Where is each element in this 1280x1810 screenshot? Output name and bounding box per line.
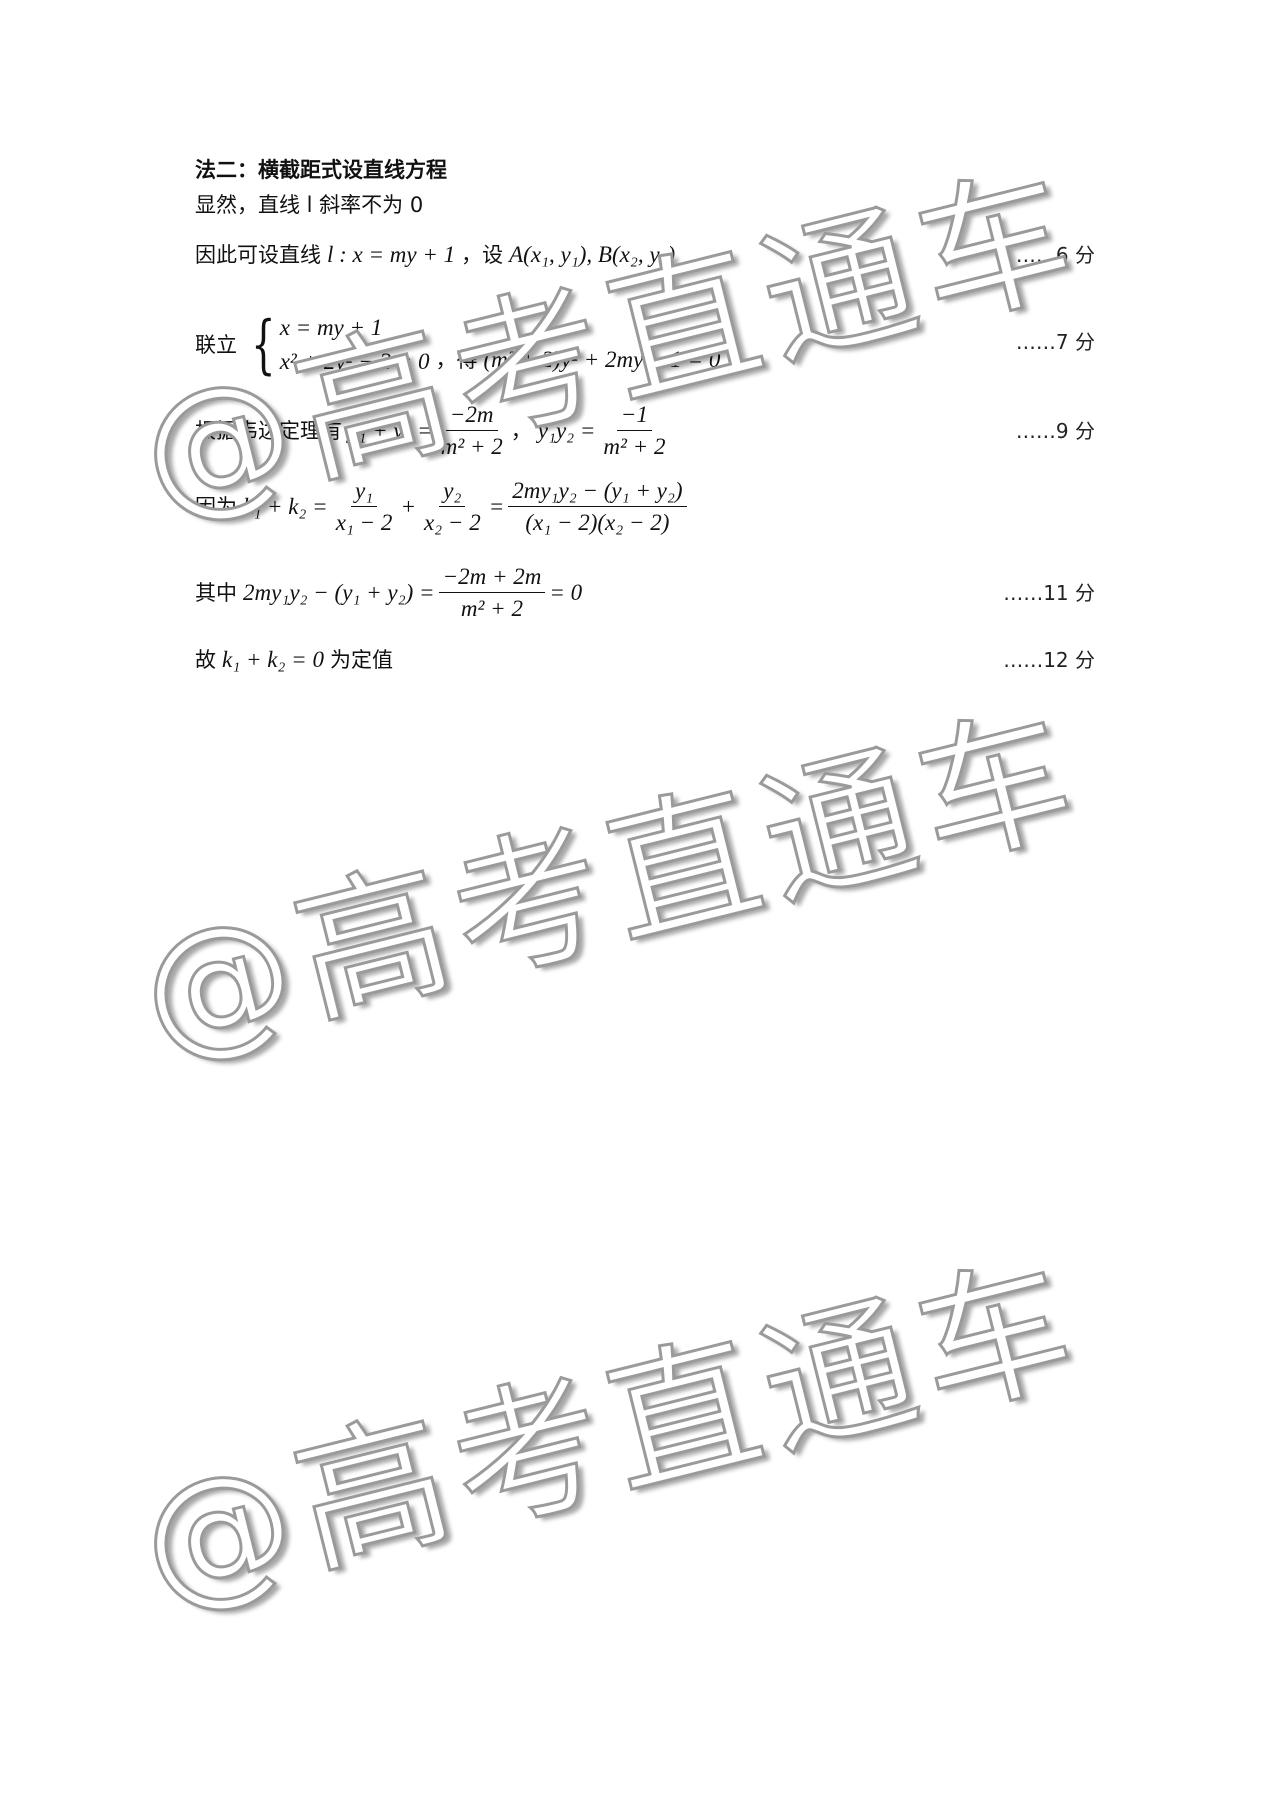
combined-numerator: 2my₁y₂ − (y₁ + y₂) — [508, 476, 687, 507]
product-fraction: −1 m² + 2 — [599, 400, 669, 463]
equals-sign: = — [488, 494, 505, 519]
line-3-text: 联立 — [195, 333, 237, 357]
line-1-text: 显然，直线 l 斜率不为 0 — [195, 193, 424, 217]
conclusion-equation: k₁ + k₂ = 0 — [222, 647, 324, 672]
line-4-text: 根据韦达定理有 — [195, 419, 342, 443]
line-7-text-2: 为定值 — [329, 648, 393, 672]
line-3-text-2: ，得 — [435, 348, 478, 372]
line-5: 因为 k₁ + k₂ = y₁ x₁ − 2 + y₂ x₂ − 2 = 2my… — [195, 472, 1095, 542]
equation-system: { x = my + 1 x² + 2y² − 2 = 0 — [243, 308, 430, 382]
line-2-text: 因此可设直线 — [195, 243, 321, 267]
sum-denominator: m² + 2 — [440, 433, 503, 459]
line-6: 其中 2my₁y₂ − (y₁ + y₂) = −2m + 2m m² + 2 … — [195, 558, 1095, 628]
line-5-text: 因为 — [195, 495, 237, 519]
slope-1-numerator: y₁ — [350, 476, 378, 507]
line-4-comma: ， — [510, 419, 532, 443]
sum-numerator: −2m — [445, 400, 498, 431]
numerator-lhs: 2my₁y₂ − (y₁ + y₂) = — [243, 580, 435, 605]
heading-text: 法二：横截距式设直线方程 — [195, 158, 447, 182]
line-2-points: A(x₁, y₁), B(x₂, y₂) — [509, 242, 676, 267]
numerator-fraction-top: −2m + 2m — [438, 562, 546, 593]
method-heading: 法二：横截距式设直线方程 — [195, 155, 1095, 185]
score-7: ……7 分 — [1015, 330, 1095, 354]
slope-1-denominator: x₁ − 2 — [335, 509, 393, 535]
combined-fraction: 2my₁y₂ − (y₁ + y₂) (x₁ − 2)(x₂ − 2) — [508, 476, 687, 539]
line-1: 显然，直线 l 斜率不为 0 — [195, 190, 1095, 220]
quadratic-equation: (m² + 2)y² + 2my − 1 = 0 — [483, 347, 721, 372]
score-12: ……12 分 — [1003, 648, 1095, 672]
score-11: ……11 分 — [1003, 581, 1095, 605]
watermark-2: @高考直通车 — [123, 683, 1100, 1087]
line-7-text: 故 — [195, 648, 216, 672]
line-2: 因此可设直线 l : x = my + 1 ，设 A(x₁, y₁), B(x₂… — [195, 240, 1095, 270]
score-9: ……9 分 — [1015, 419, 1095, 443]
line-6-text: 其中 — [195, 581, 237, 605]
watermark-3: @高考直通车 — [123, 1233, 1100, 1637]
system-row-2: x² + 2y² − 2 = 0 — [279, 349, 430, 374]
score-6: ……6 分 — [1015, 243, 1095, 267]
combined-denominator: (x₁ − 2)(x₂ − 2) — [525, 509, 670, 535]
line-4: 根据韦达定理有 y₁ + y₂ = −2m m² + 2 ， y₁y₂ = −1… — [195, 398, 1095, 464]
numerator-fraction: −2m + 2m m² + 2 — [438, 562, 546, 625]
product-lhs: y₁y₂ = — [537, 418, 596, 443]
left-brace: { — [251, 308, 276, 382]
product-numerator: −1 — [616, 400, 652, 431]
line-3: 联立 { x = my + 1 x² + 2y² − 2 = 0 ，得 (m² … — [195, 305, 1095, 385]
product-denominator: m² + 2 — [603, 433, 666, 459]
equals-zero: = 0 — [549, 580, 583, 605]
line-2-equation: l : x = my + 1 — [327, 242, 456, 267]
slope-sum-lhs: k₁ + k₂ = — [243, 494, 328, 519]
plus-sign: + — [400, 494, 416, 519]
slope-fraction-2: y₂ x₂ − 2 — [420, 476, 485, 539]
numerator-fraction-bottom: m² + 2 — [460, 595, 523, 621]
sum-lhs: y₁ + y₂ = — [348, 418, 433, 443]
slope-2-numerator: y₂ — [439, 476, 466, 507]
slope-2-denominator: x₂ − 2 — [423, 509, 481, 535]
sum-fraction: −2m m² + 2 — [437, 400, 507, 463]
slope-fraction-1: y₁ x₁ − 2 — [332, 476, 397, 539]
line-7: 故 k₁ + k₂ = 0 为定值 ……12 分 — [195, 645, 1095, 675]
system-row-1: x = my + 1 — [279, 315, 383, 340]
line-2-text-2: ，设 — [461, 243, 504, 267]
